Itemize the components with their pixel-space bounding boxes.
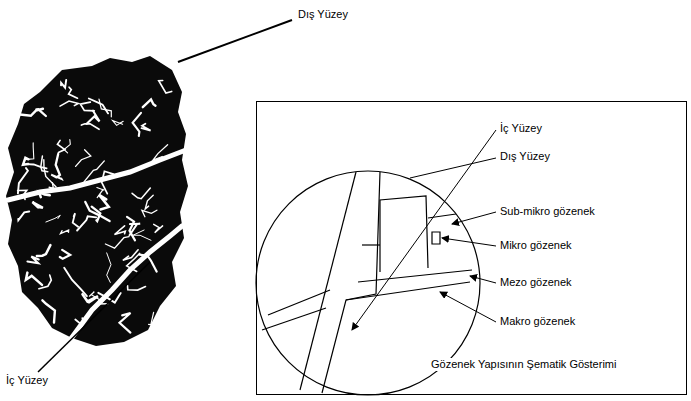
- leader-line: [178, 20, 292, 62]
- part-label: İç Yüzey: [4, 374, 50, 387]
- part-label: İç Yüzey: [498, 122, 544, 135]
- part-label: Makro gözenek: [498, 315, 577, 328]
- part-label: Sub-mikro gözenek: [498, 205, 597, 218]
- particle: [6, 56, 188, 346]
- schematic-frame: Gözenek Yapısının Şematik Gösterimi: [256, 101, 687, 395]
- part-label: Mezo gözenek: [498, 276, 574, 289]
- leader-line: [38, 262, 150, 372]
- caption-text: Gözenek Yapısının Şematik Gösterimi: [429, 358, 618, 371]
- part-label: Mikro gözenek: [498, 239, 574, 252]
- leader-arrows: [352, 130, 496, 330]
- pore-cracks: [8, 80, 186, 340]
- part-label: Dış Yüzey: [296, 8, 350, 21]
- part-label: Dış Yüzey: [498, 150, 552, 163]
